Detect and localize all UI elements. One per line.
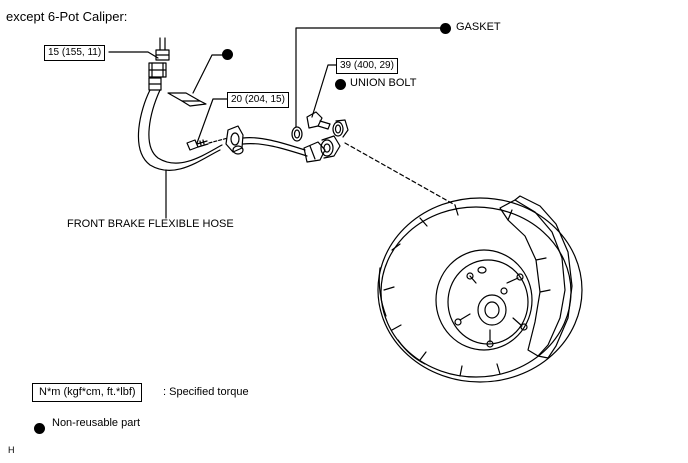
- hose-bracket: [225, 125, 244, 155]
- footer-code: H: [8, 445, 15, 455]
- union-end-fitting: [303, 135, 341, 163]
- nonreusable-marker-union-bolt: [335, 79, 346, 90]
- flexible-hose: [137, 89, 221, 171]
- nonreusable-marker-clip: [222, 49, 233, 60]
- legend-nonreusable-desc: Non-reusable part: [52, 417, 141, 429]
- diagram-title: except 6-Pot Caliper:: [6, 9, 128, 24]
- wheel-studs: [454, 272, 528, 348]
- legend-torque-desc: : Specified torque: [163, 386, 249, 398]
- union-bolt-label: UNION BOLT: [350, 77, 417, 89]
- nonreusable-marker-gasket: [440, 23, 451, 34]
- gasket-part-2: [332, 119, 349, 138]
- brake-caliper: [499, 195, 573, 359]
- hose-clip: [167, 92, 207, 107]
- hose-label: FRONT BRAKE FLEXIBLE HOSE: [67, 218, 234, 230]
- torque-callout-hose-end: 15 (155, 11): [44, 45, 106, 61]
- brake-disc-assembly: [377, 197, 583, 383]
- hose-upper-fitting: [148, 37, 170, 91]
- legend-torque-units: N*m (kgf*cm, ft.*lbf): [32, 383, 142, 402]
- gasket-label: GASKET: [456, 21, 501, 33]
- torque-callout-union-bolt: 39 (400, 29): [336, 58, 398, 74]
- gasket-part: [291, 126, 303, 142]
- bracket-bolt: [186, 139, 209, 151]
- torque-callout-bracket-bolt: 20 (204, 15): [227, 92, 289, 108]
- legend-nonreusable-icon: [34, 423, 45, 434]
- union-bolt-part: [306, 111, 331, 130]
